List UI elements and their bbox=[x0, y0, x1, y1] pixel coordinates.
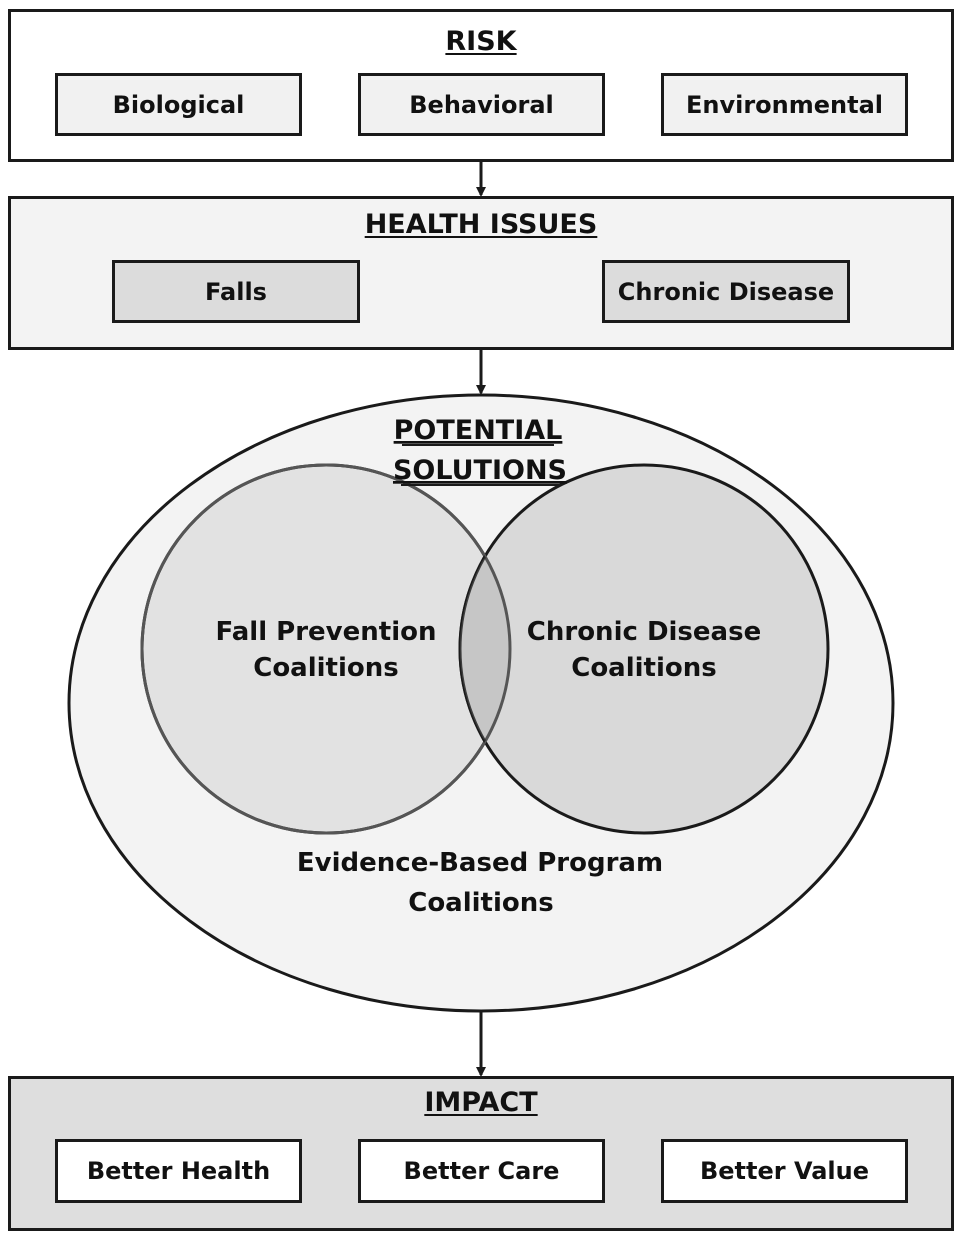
impact-better-value-box: Better Value bbox=[661, 1139, 908, 1203]
fall-prevention-circle bbox=[140, 463, 512, 835]
health-issues-panel: HEALTH ISSUES Falls Chronic Disease bbox=[8, 196, 954, 350]
fall-prevention-label-line2: Coalitions bbox=[253, 653, 399, 683]
health-issues-title: HEALTH ISSUES bbox=[364, 209, 598, 240]
fall-prevention-circle-outline bbox=[140, 463, 512, 835]
fall-prevention-label-line1: Fall Prevention bbox=[216, 617, 437, 647]
risk-title: RISK bbox=[445, 26, 517, 57]
impact-better-care-box: Better Care bbox=[358, 1139, 605, 1203]
risk-environmental-box: Environmental bbox=[661, 73, 908, 136]
risk-biological-box: Biological bbox=[55, 73, 302, 136]
impact-better-health-box: Better Health bbox=[55, 1139, 302, 1203]
solutions-title-line2: SOLUTIONS bbox=[393, 455, 567, 486]
chronic-disease-circle-outline bbox=[458, 465, 510, 833]
solutions-title-line1: POTENTIAL bbox=[394, 415, 563, 446]
impact-panel: IMPACT Better Health Better Care Better … bbox=[8, 1076, 954, 1231]
evidence-based-label-line1: Evidence-Based Program bbox=[297, 848, 663, 878]
chronic-disease-label-line1: Chronic Disease bbox=[527, 617, 761, 647]
chronic-disease-label-line2: Coalitions bbox=[571, 653, 717, 683]
chronic-disease-circle bbox=[458, 463, 830, 835]
health-issue-falls-box: Falls bbox=[112, 260, 360, 323]
risk-behavioral-box: Behavioral bbox=[358, 73, 605, 136]
risk-panel: RISK Biological Behavioral Environmental bbox=[8, 9, 954, 162]
health-issue-chronic-disease-box: Chronic Disease bbox=[602, 260, 850, 323]
evidence-based-label-line2: Coalitions bbox=[408, 888, 554, 918]
impact-title: IMPACT bbox=[424, 1087, 538, 1118]
